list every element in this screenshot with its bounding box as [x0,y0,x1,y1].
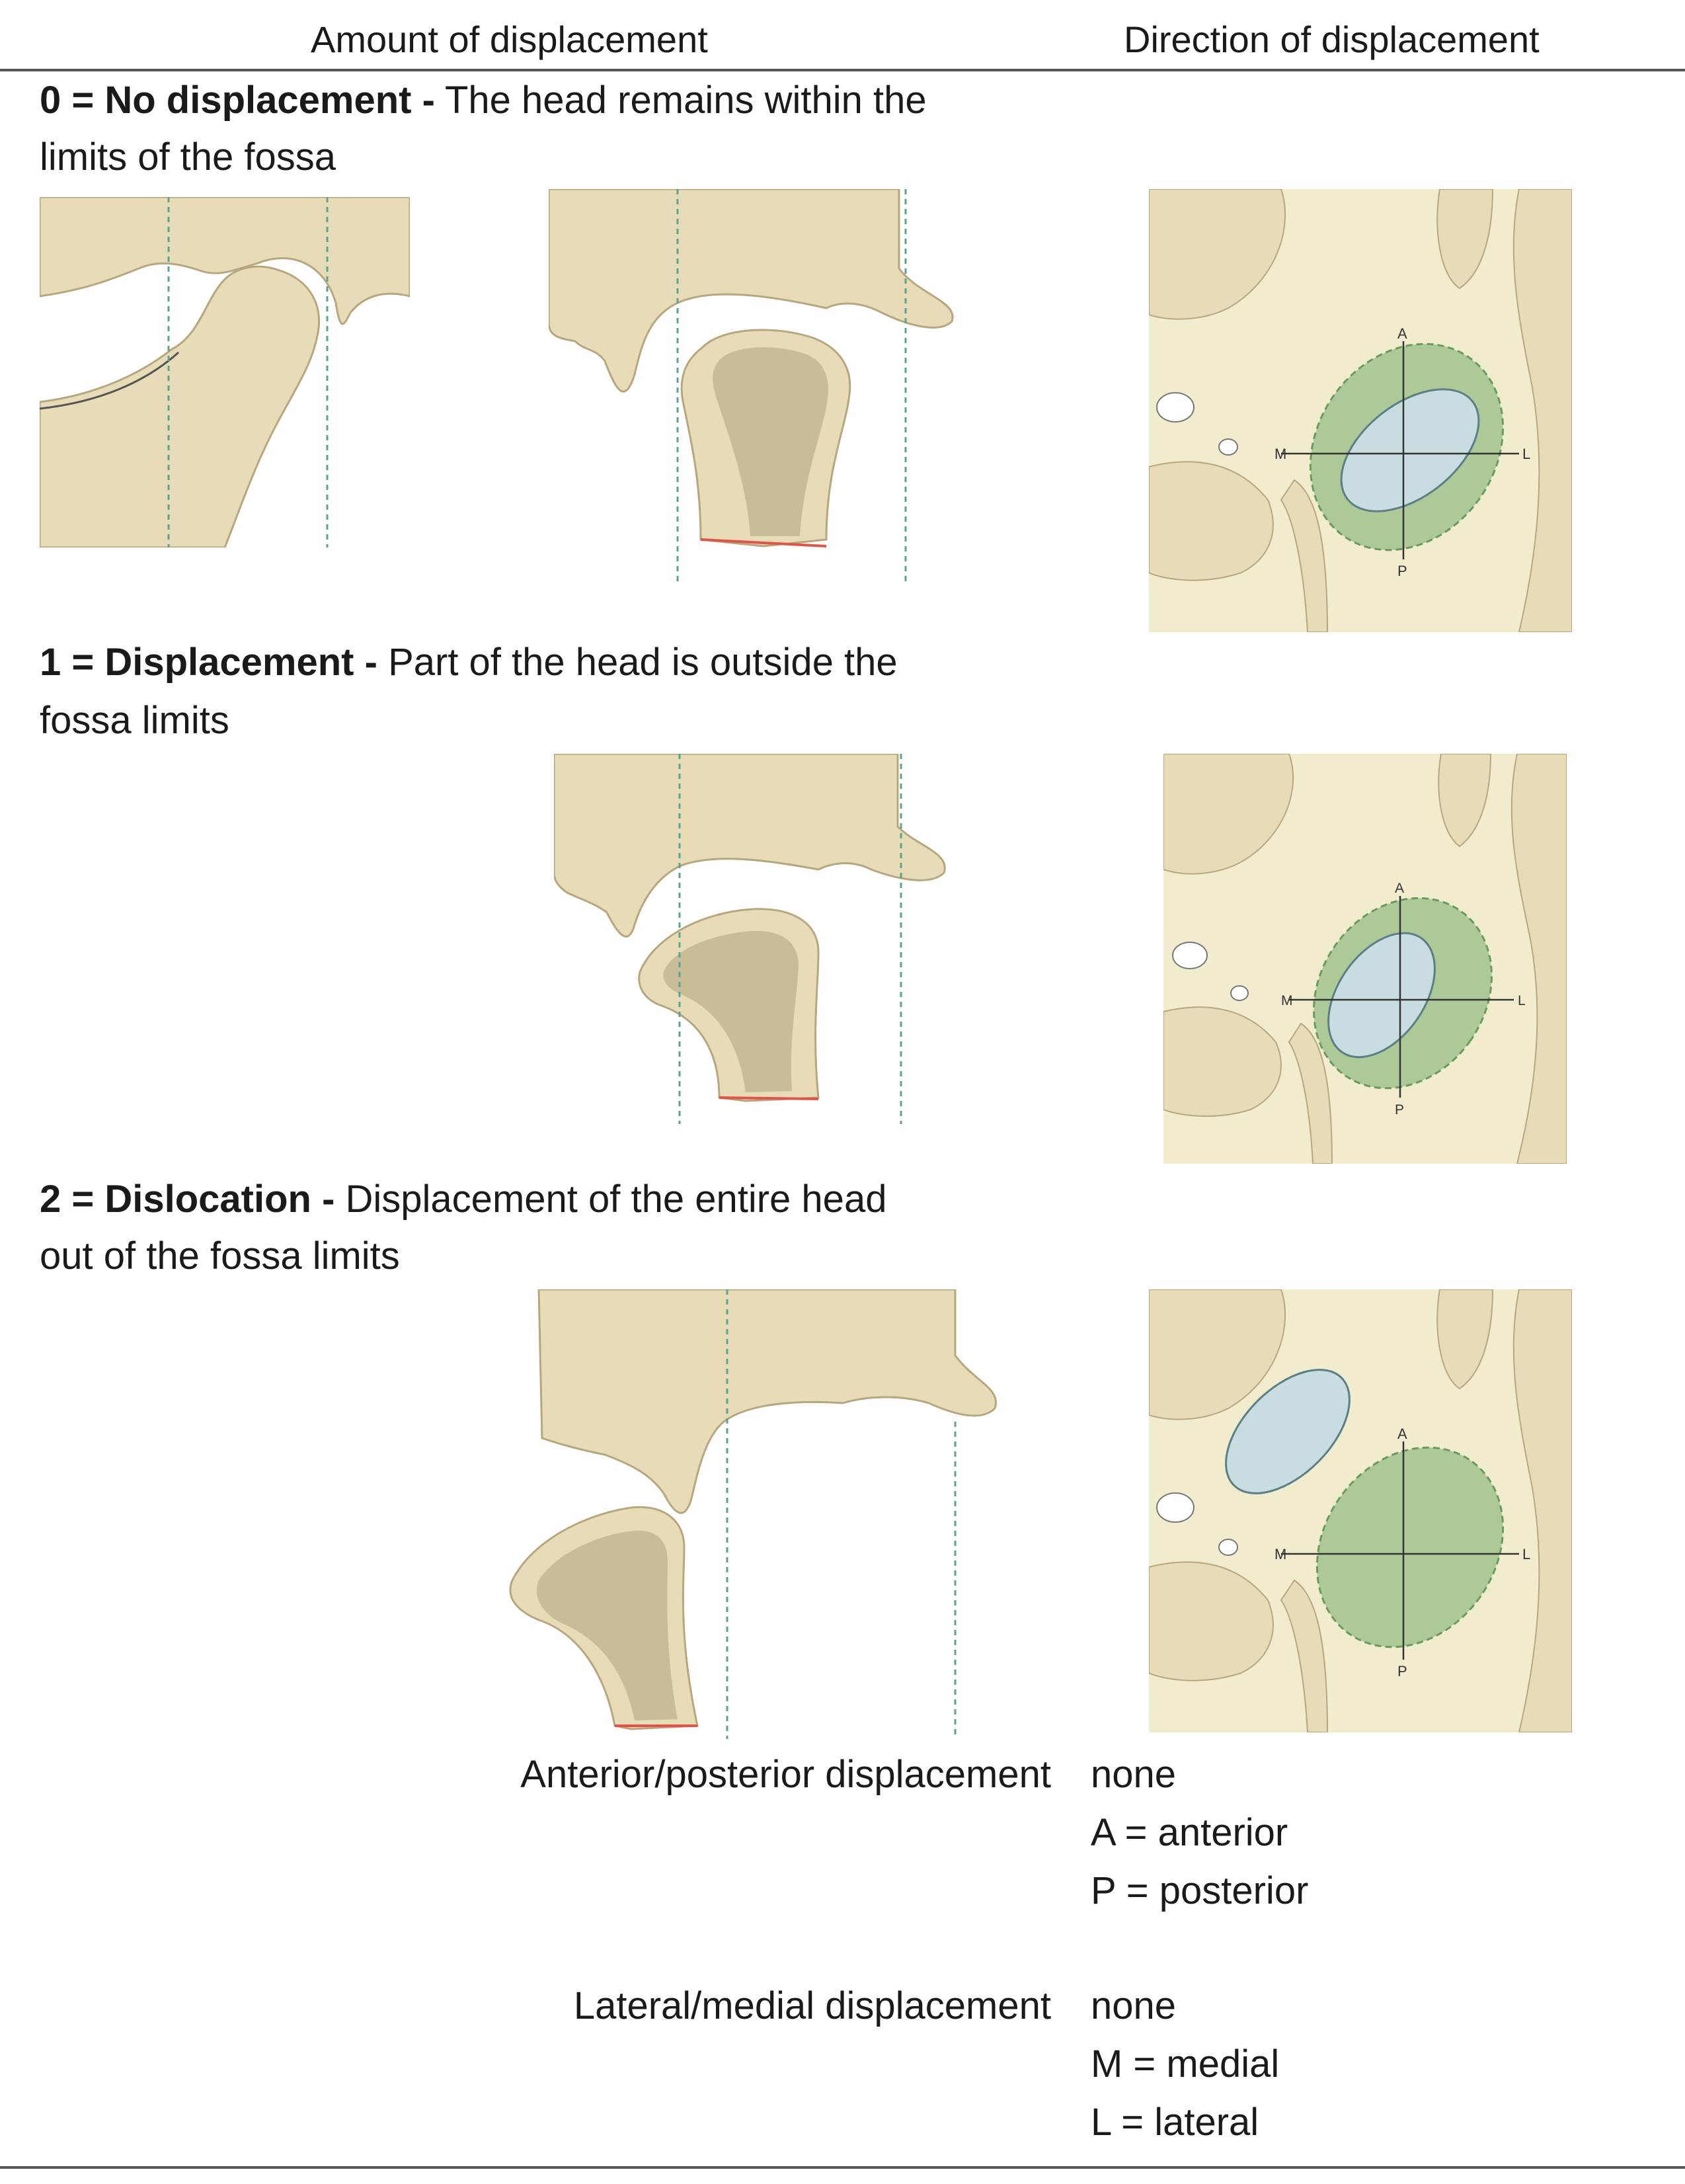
joint-frontal-view-0 [549,189,954,586]
direction-diagram-2: A P M L [1149,1289,1572,1732]
legend-lm-none: none [1091,1984,1177,2027]
legend-lm-values: none M = medial L = lateral [1091,1977,1279,2152]
level-0-code: 0 = No displacement - [40,79,435,122]
marker-p-0: P [1397,563,1407,579]
level-1-desc2: fossa limits [40,699,229,742]
level-2-code: 2 = Dislocation - [40,1178,335,1221]
marker-m-1: M [1281,993,1293,1008]
marker-l-2: L [1522,1546,1530,1562]
level-0-desc1: The head remains within the [444,79,927,122]
legend-ap-posterior: P = posterior [1091,1869,1309,1912]
marker-a-2: A [1397,1426,1407,1442]
header-direction: Direction of displacement [1124,19,1540,60]
joint-lateral-view [40,197,410,547]
level-0-desc2: limits of the fossa [40,136,336,179]
marker-a-0: A [1397,325,1407,342]
level-2-line1: 2 = Dislocation - Displacement of the en… [40,1170,886,1229]
legend-lm-label: Lateral/medial displacement [573,1984,1051,2027]
footer-rule [0,2166,1685,2169]
marker-m-0: M [1274,446,1286,462]
joint-frontal-view-2 [509,1289,997,1739]
header-rule [0,69,1685,71]
level-2-desc1: Displacement of the entire head [345,1178,887,1221]
legend-lm-lateral: L = lateral [1091,2101,1259,2144]
joint-frontal-view-1 [554,754,946,1124]
legend-lm-medial: M = medial [1091,2042,1280,2085]
marker-l-0: L [1522,446,1530,462]
level-1-code: 1 = Displacement - [40,641,377,684]
direction-diagram-0: A P M L [1149,189,1572,632]
header-amount: Amount of displacement [311,19,708,60]
level-2-desc2: out of the fossa limits [40,1234,400,1277]
marker-a-1: A [1395,881,1404,896]
legend-ap-none: none [1091,1753,1177,1796]
level-1-desc1: Part of the head is outside the [388,641,898,684]
legend-ap-label: Anterior/posterior displacement [520,1753,1051,1796]
marker-p-2: P [1397,1663,1407,1679]
marker-l-1: L [1518,993,1526,1008]
direction-diagram-1: A P M L [1163,754,1567,1164]
legend-ap-anterior: A = anterior [1091,1811,1288,1854]
level-1-line1: 1 = Displacement - Part of the head is o… [40,633,898,692]
marker-p-1: P [1395,1102,1404,1117]
legend-ap-values: none A = anterior P = posterior [1091,1746,1308,1920]
level-0-line1: 0 = No displacement - The head remains w… [40,71,927,130]
marker-m-2: M [1274,1546,1286,1562]
